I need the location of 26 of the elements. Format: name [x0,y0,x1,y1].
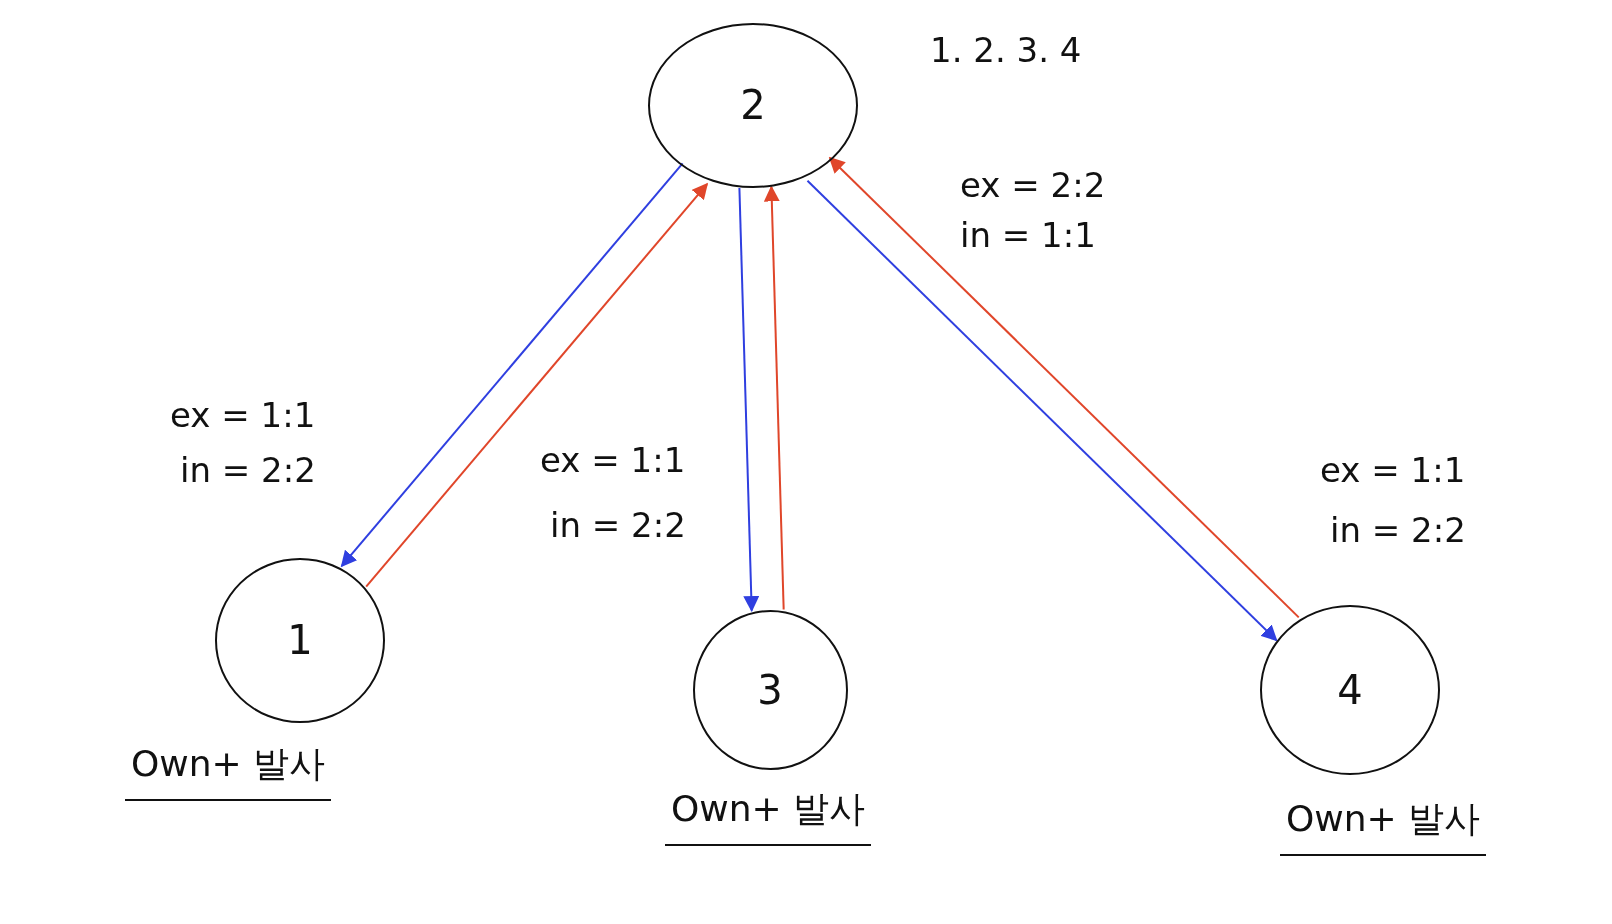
ratio-label: ex = 2:2 [960,165,1106,205]
ratio-label: ex = 1:1 [540,440,686,480]
arrow [340,162,684,568]
arrow [828,156,1300,619]
ratio-label: in = 2:2 [550,505,686,545]
ratio-label: ex = 1:1 [1320,450,1466,490]
node-caption: Own+ 발사 [125,740,332,801]
node-label: 2 [740,82,766,128]
node-caption: Own+ 발사 [665,785,872,846]
node-caption: Own+ 발사 [1280,795,1487,856]
node-circle [215,557,385,723]
node-label: 1 [287,617,313,663]
node-circle [648,22,858,188]
node-label: 4 [1337,667,1363,713]
arrow [763,185,785,611]
arrow [806,179,1278,642]
ratio-label: in = 1:1 [960,215,1096,255]
node-circle [692,610,848,770]
ratio-label: in = 2:2 [180,450,316,490]
node-circle [1260,605,1440,775]
note: 1. 2. 3. 4 [930,30,1082,70]
arrow [365,182,709,588]
ratio-label: in = 2:2 [1330,510,1466,550]
node-label: 3 [757,667,783,713]
ratio-label: ex = 1:1 [170,395,316,435]
arrow [738,186,760,613]
